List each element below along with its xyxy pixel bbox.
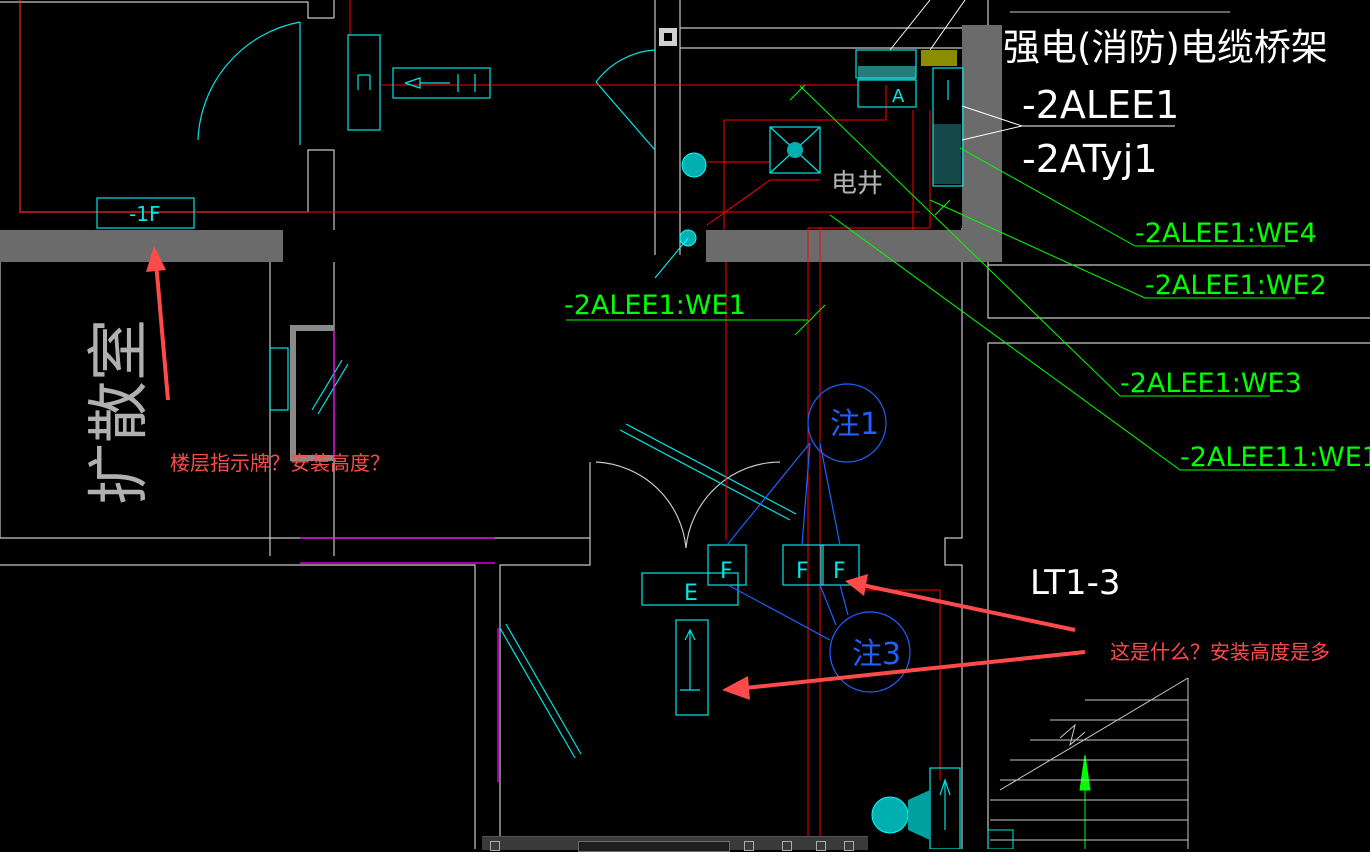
we2-label: -2ALEE1:WE2 [1145,270,1327,301]
we1-right-label: -2ALEE11:WE1 [1180,442,1370,473]
box-f-label-1: F [720,559,733,584]
we1-left-label: -2ALEE1:WE1 [564,290,746,321]
fixtures [654,142,930,840]
stairs [987,677,1189,849]
equipment [96,34,964,849]
box-e-label: E [684,581,698,606]
we3-label: -2ALEE1:WE3 [1120,368,1302,399]
annotation-arrows [146,246,1086,700]
toolbar-icon[interactable] [844,841,854,851]
riser-main-label: -2ALEE1 [1022,83,1179,127]
toolbar-icon[interactable] [782,841,792,851]
toolbar-icon[interactable] [744,841,754,851]
left-question-annotation: 楼层指示牌？安装高度？ [170,451,390,475]
note3-label: 注3 [852,637,901,672]
riser-sub-label: -2ATyj1 [1022,137,1157,181]
box-f-label-2: F [796,559,809,584]
note1-label: 注1 [830,407,879,442]
blue-callouts [726,383,911,693]
hatched-panel [933,124,961,184]
box-a-label: A [892,86,905,107]
magenta-lines [300,330,499,782]
right-question-annotation: 这是什么？安装高度是多 [1110,640,1330,664]
room-label: 扩散室 [82,319,155,505]
concrete-walls [0,25,1002,461]
doors [197,21,797,759]
we4-label: -2ALEE1:WE4 [1135,218,1317,249]
shaft-label: 电井 [831,169,883,199]
floor-sign-box [96,197,195,229]
box-f-label-3: F [833,559,846,584]
hatched-bar [858,66,916,80]
command-field[interactable] [578,841,730,852]
leader-lines-white [889,0,1230,141]
toolbar-icon[interactable] [490,841,500,851]
yellow-tag [921,50,957,66]
toolbar-icon[interactable] [816,841,826,851]
tray-title-label: 强电(消防)电缆桥架 [1003,26,1328,69]
elevator-label: LT1-3 [1030,563,1121,603]
red-wiring [19,0,941,849]
floor-sign-text: -1F [129,202,160,226]
leader-lines-green [566,84,1335,849]
bottom-toolbar-strip[interactable] [482,836,868,852]
